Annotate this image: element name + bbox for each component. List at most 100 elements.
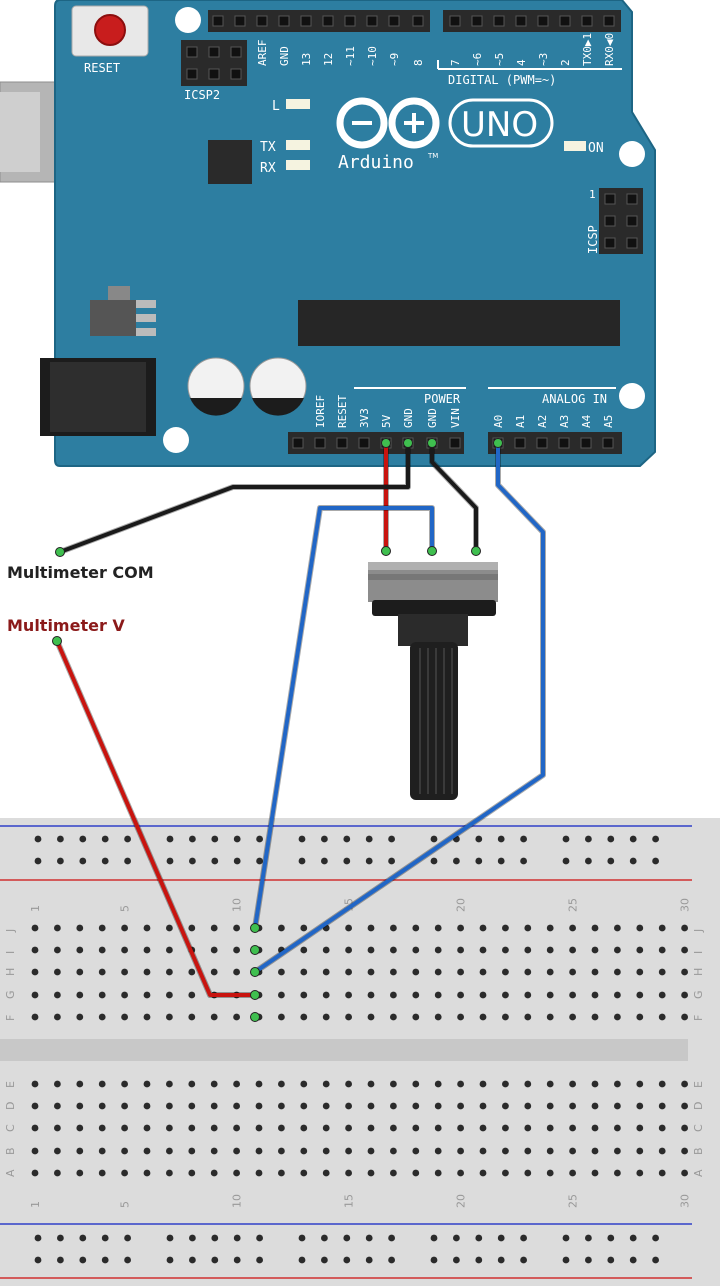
breadboard-hole[interactable] [300, 946, 308, 954]
rail-hole[interactable] [124, 835, 131, 843]
breadboard-hole[interactable] [636, 1080, 644, 1088]
rail-hole[interactable] [343, 857, 351, 865]
rail-hole[interactable] [256, 1234, 263, 1242]
breadboard-hole[interactable] [479, 968, 487, 976]
rail-hole[interactable] [79, 1234, 87, 1242]
rail-hole[interactable] [475, 1234, 483, 1242]
digital-pin[interactable] [449, 15, 461, 27]
breadboard-hole[interactable] [502, 968, 509, 976]
breadboard-hole[interactable] [390, 1147, 397, 1155]
breadboard-hole[interactable] [457, 1169, 464, 1177]
rail-hole[interactable] [256, 857, 263, 865]
breadboard-hole[interactable] [412, 1102, 420, 1110]
breadboard-hole[interactable] [569, 1080, 576, 1088]
breadboard-hole[interactable] [255, 1147, 263, 1155]
breadboard-hole[interactable] [166, 1124, 173, 1132]
rail-hole[interactable] [453, 1256, 460, 1264]
breadboard-hole[interactable] [412, 1080, 420, 1088]
rail-hole[interactable] [34, 835, 42, 843]
rail-hole[interactable] [124, 1256, 131, 1264]
digital-pin[interactable] [537, 15, 549, 27]
breadboard-hole[interactable] [166, 968, 173, 976]
digital-pin[interactable] [278, 15, 290, 27]
breadboard-hole[interactable] [614, 1102, 621, 1110]
icsp2-pin[interactable] [208, 46, 220, 58]
breadboard-hole[interactable] [98, 924, 106, 932]
breadboard-hole[interactable] [54, 1147, 61, 1155]
breadboard-hole[interactable] [300, 1102, 308, 1110]
breadboard-hole[interactable] [121, 1013, 128, 1021]
rail-hole[interactable] [343, 1234, 351, 1242]
breadboard-hole[interactable] [434, 968, 442, 976]
breadboard-hole[interactable] [188, 991, 196, 999]
breadboard-hole[interactable] [300, 924, 308, 932]
rail-hole[interactable] [321, 1234, 328, 1242]
rail-hole[interactable] [365, 857, 373, 865]
digital-pin[interactable] [300, 15, 312, 27]
rail-hole[interactable] [256, 1256, 263, 1264]
rail-hole[interactable] [607, 1256, 615, 1264]
rail-hole[interactable] [497, 857, 505, 865]
breadboard-hole[interactable] [31, 1102, 39, 1110]
icsp2-pin[interactable] [186, 68, 198, 80]
rail-hole[interactable] [430, 835, 438, 843]
breadboard-hole[interactable] [31, 924, 39, 932]
rail-hole[interactable] [101, 857, 109, 865]
breadboard-hole[interactable] [457, 1013, 464, 1021]
breadboard-hole[interactable] [255, 1080, 263, 1088]
breadboard-hole[interactable] [54, 924, 61, 932]
breadboard-hole[interactable] [345, 968, 352, 976]
rail-hole[interactable] [430, 1256, 438, 1264]
breadboard-hole[interactable] [390, 991, 397, 999]
breadboard-hole[interactable] [569, 946, 576, 954]
breadboard-hole[interactable] [457, 1080, 464, 1088]
digital-pin[interactable] [388, 15, 400, 27]
breadboard-hole[interactable] [210, 946, 218, 954]
breadboard-hole[interactable] [255, 1102, 263, 1110]
rail-hole[interactable] [101, 1234, 109, 1242]
rail-hole[interactable] [562, 1234, 570, 1242]
rail-hole[interactable] [189, 1234, 196, 1242]
breadboard-hole[interactable] [479, 1147, 487, 1155]
breadboard-hole[interactable] [502, 1147, 509, 1155]
digital-pin[interactable] [471, 15, 483, 27]
breadboard-hole[interactable] [143, 1124, 151, 1132]
breadboard-hole[interactable] [591, 1080, 599, 1088]
breadboard-hole[interactable] [390, 968, 397, 976]
digital-pin[interactable] [493, 15, 505, 27]
breadboard-hole[interactable] [569, 1102, 576, 1110]
breadboard-hole[interactable] [569, 1013, 576, 1021]
breadboard-hole[interactable] [367, 1013, 375, 1021]
breadboard-hole[interactable] [546, 1124, 554, 1132]
breadboard-hole[interactable] [546, 968, 554, 976]
breadboard-hole[interactable] [76, 1080, 84, 1088]
rail-hole[interactable] [298, 1234, 306, 1242]
breadboard-hole[interactable] [546, 1080, 554, 1088]
breadboard-hole[interactable] [434, 1147, 442, 1155]
rail-hole[interactable] [365, 1256, 373, 1264]
breadboard-hole[interactable] [591, 1102, 599, 1110]
breadboard-hole[interactable] [434, 924, 442, 932]
breadboard-hole[interactable] [188, 1013, 196, 1021]
breadboard-hole[interactable] [681, 1102, 688, 1110]
rail-hole[interactable] [101, 1256, 109, 1264]
breadboard-hole[interactable] [143, 991, 151, 999]
breadboard-hole[interactable] [614, 924, 621, 932]
digital-pin[interactable] [559, 15, 571, 27]
breadboard-hole[interactable] [76, 1147, 84, 1155]
breadboard-hole[interactable] [345, 1013, 352, 1021]
breadboard-hole[interactable] [76, 924, 84, 932]
breadboard-hole[interactable] [188, 1080, 196, 1088]
breadboard-hole[interactable] [681, 1147, 688, 1155]
breadboard-hole[interactable] [524, 946, 532, 954]
breadboard-hole[interactable] [54, 1013, 61, 1021]
rail-hole[interactable] [629, 1256, 637, 1264]
breadboard-hole[interactable] [233, 924, 241, 932]
breadboard-hole[interactable] [54, 1080, 61, 1088]
breadboard-hole[interactable] [300, 1013, 308, 1021]
breadboard-hole[interactable] [76, 946, 84, 954]
breadboard-hole[interactable] [546, 924, 554, 932]
rail-hole[interactable] [652, 1234, 659, 1242]
breadboard-hole[interactable] [121, 1147, 128, 1155]
breadboard-hole[interactable] [121, 1080, 128, 1088]
